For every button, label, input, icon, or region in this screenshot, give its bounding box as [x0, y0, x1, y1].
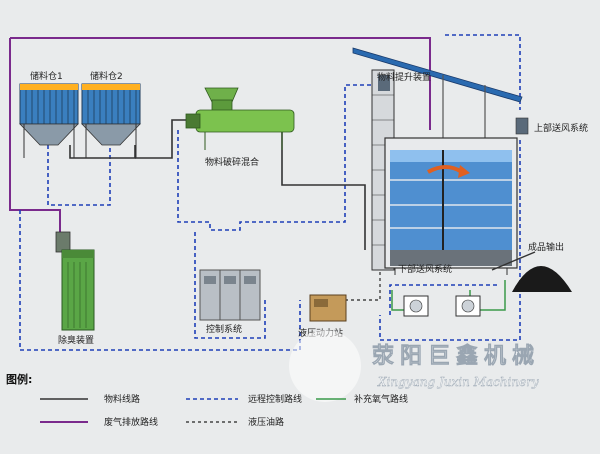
watermark-en: Xingyang Juxin Machinery — [377, 375, 539, 389]
silo-1-label: 储料仓1 — [30, 70, 63, 82]
control-line-control — [194, 232, 266, 339]
legend-hydraulic-label: 液压油路 — [248, 416, 284, 428]
control-line-right — [379, 140, 521, 341]
watermark: 荥阳巨鑫机械 Xingyang Juxin Machinery — [289, 330, 540, 402]
material-line-to-lift — [281, 128, 366, 250]
material-line-silos — [69, 145, 136, 159]
control-line-left — [19, 210, 301, 351]
crusher-label: 物料破碎混合 — [205, 156, 259, 168]
legend-exhaust-label: 废气排放路线 — [104, 416, 158, 428]
control-line-crusher — [177, 84, 375, 231]
legend-material-label: 物料线路 — [104, 393, 140, 405]
deodorizer-unit — [55, 231, 95, 331]
lower-fan-units — [403, 295, 481, 317]
hydraulic-line — [345, 272, 381, 301]
control-label: 控制系统 — [206, 323, 242, 335]
silo-2 — [81, 83, 141, 158]
control-line-lower — [389, 284, 500, 315]
exhaust-line-top — [10, 37, 431, 130]
crusher-machine — [185, 87, 295, 150]
hydraulic-lines — [345, 272, 381, 301]
watermark-cn: 荥阳巨鑫机械 — [372, 343, 540, 369]
upper-fan-label: 上部送风系统 — [534, 122, 588, 134]
legend-title: 图例: — [6, 372, 32, 386]
silo-1 — [19, 83, 79, 158]
legend-remote-label: 远程控制路线 — [248, 393, 302, 405]
material-line-to-crusher — [135, 119, 196, 159]
lift-label: 物料提升装置 — [377, 71, 431, 83]
legend: 图例: 物料线路 远程控制路线 补充氧气路线 废气排放路线 液压油路 — [6, 372, 408, 428]
exhaust-line-left — [9, 38, 61, 238]
fermentation-tank — [384, 137, 518, 275]
silo-2-label: 储料仓2 — [90, 70, 123, 82]
hydraulic-station — [309, 294, 347, 322]
product-output-label: 成品输出 — [528, 241, 564, 253]
exhaust-lines — [9, 37, 431, 238]
material-lines — [69, 119, 366, 250]
control-line-top-right — [445, 34, 521, 110]
product-output-pile — [491, 251, 572, 292]
upper-fan-unit — [515, 117, 529, 135]
lower-fan-label: 下部送风系统 — [398, 263, 452, 275]
deodorizer-label: 除臭装置 — [58, 334, 94, 346]
control-line-silo — [47, 145, 111, 206]
remote-control-lines — [19, 34, 521, 351]
legend-oxygen-label: 补充氧气路线 — [354, 393, 408, 405]
control-cabinet — [199, 269, 261, 321]
